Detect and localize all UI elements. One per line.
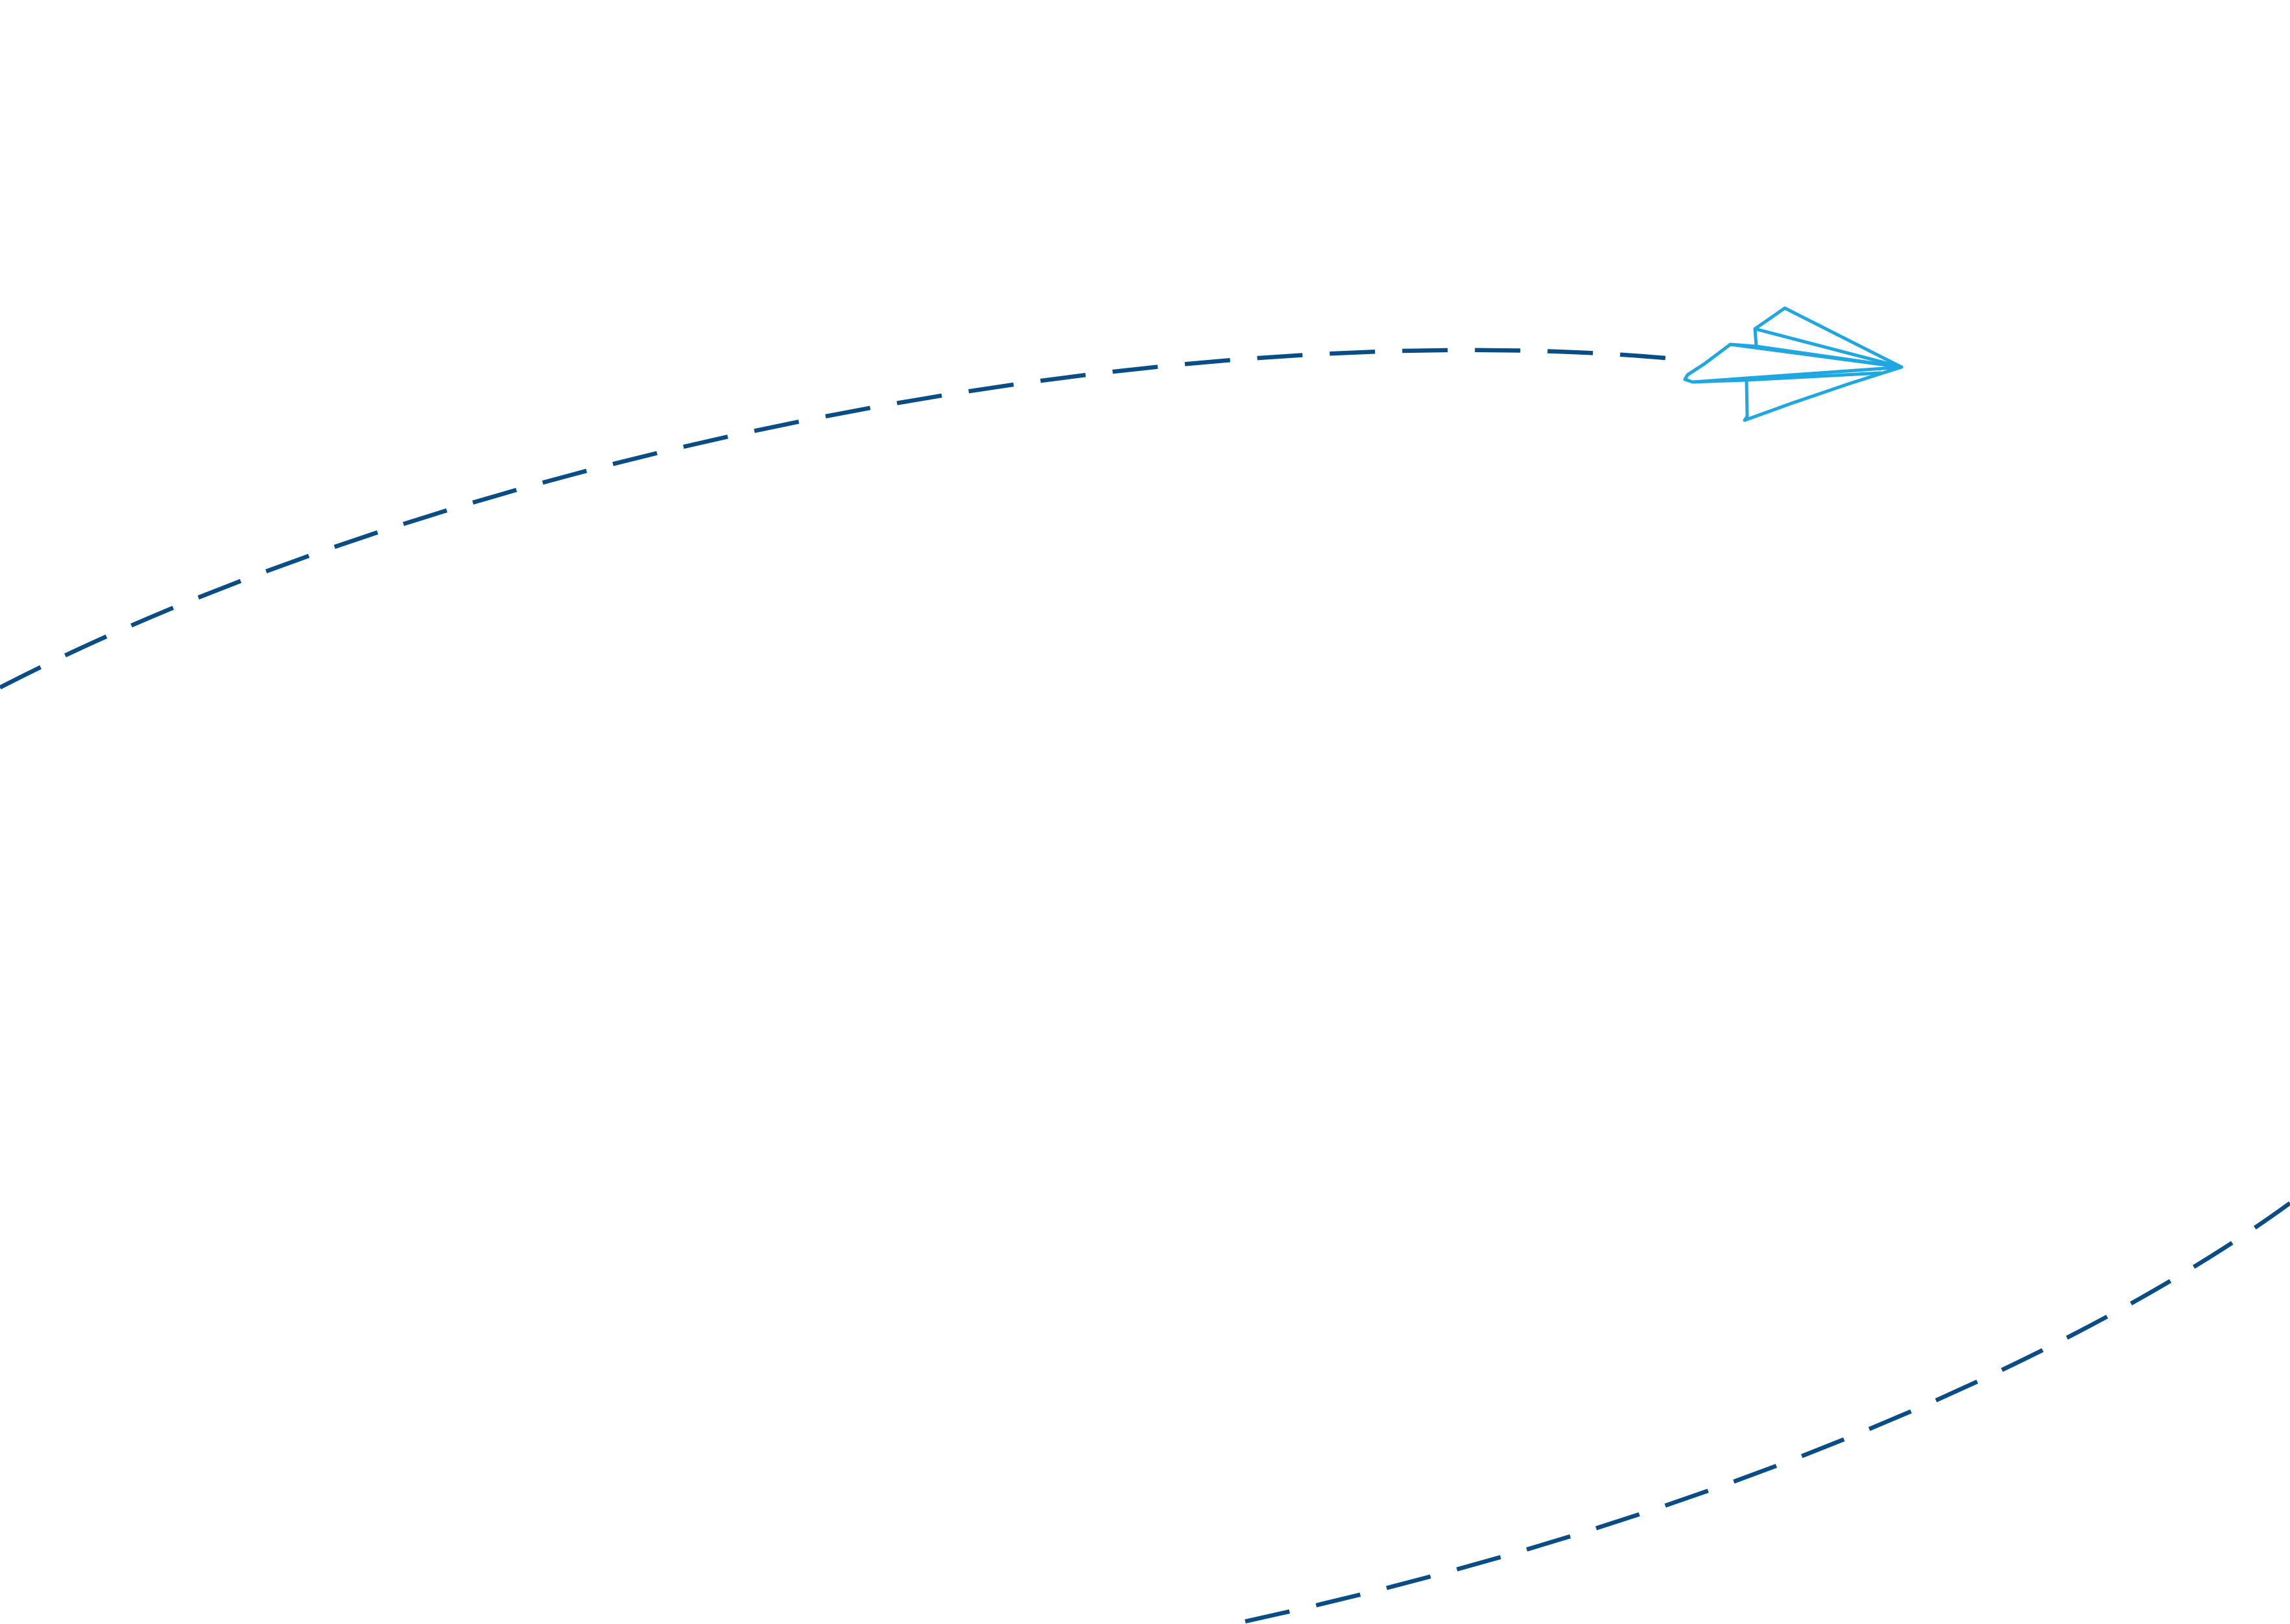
flight-path-lower: [1245, 1201, 2290, 1624]
flight-path-upper: [0, 348, 1680, 689]
paper-plane-icon: [1683, 306, 1903, 422]
